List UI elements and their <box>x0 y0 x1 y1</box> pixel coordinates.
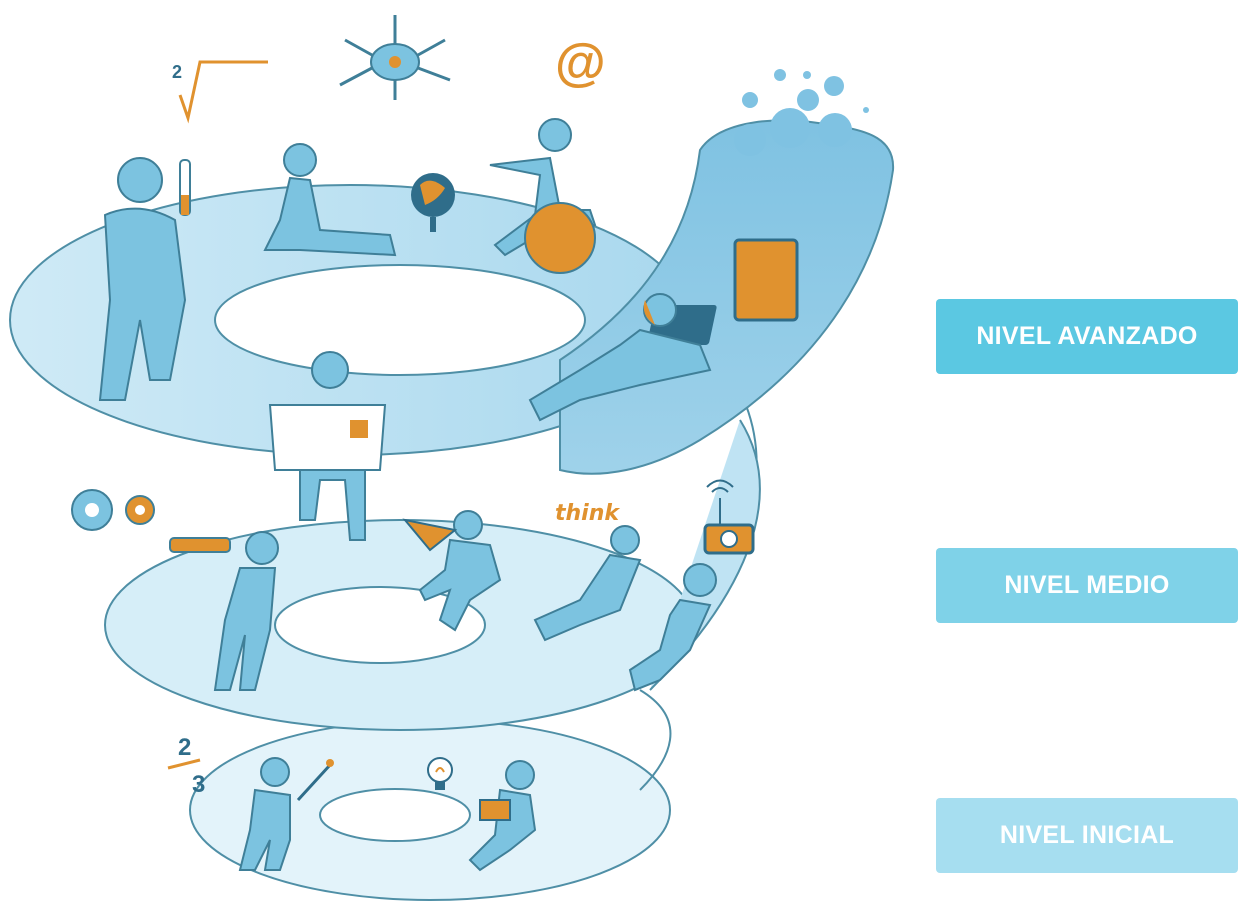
at-symbol: @ <box>555 34 606 92</box>
level-medium-button[interactable]: NIVEL MEDIO <box>936 548 1238 623</box>
camera-icon <box>703 479 755 555</box>
spiral-learning-illustration: 2 @ think 2 3 <box>9 15 895 901</box>
spiral-tail <box>559 69 895 475</box>
svg-text:2: 2 <box>178 734 191 761</box>
figure-reading-girl <box>468 760 537 872</box>
figure-woman-flying <box>528 293 712 422</box>
figure-telescope <box>169 531 279 691</box>
globe-icon <box>411 173 455 232</box>
figure-ruler-girl <box>402 510 502 632</box>
svg-text:2: 2 <box>172 62 182 82</box>
fraction-symbol: 2 3 <box>167 734 205 798</box>
gears-icon <box>71 489 155 531</box>
think-text: think <box>555 501 620 526</box>
figure-thinking <box>533 525 642 642</box>
figure-wheelchair <box>489 118 597 274</box>
level-initial-button[interactable]: NIVEL INICIAL <box>936 798 1238 873</box>
square-root-symbol: 2 <box>172 60 268 124</box>
figure-newspaper-reader <box>268 351 387 541</box>
level-advanced-button[interactable]: NIVEL AVANZADO <box>936 299 1238 374</box>
neuron-icon <box>339 15 451 100</box>
svg-text:3: 3 <box>192 771 205 798</box>
figure-reading-woman <box>263 143 397 257</box>
figure-scientist <box>98 157 191 401</box>
figure-painter <box>238 757 334 871</box>
spiral-coil-bottom <box>189 719 671 901</box>
figure-camera <box>628 563 717 692</box>
lightbulb-icon <box>427 757 453 790</box>
